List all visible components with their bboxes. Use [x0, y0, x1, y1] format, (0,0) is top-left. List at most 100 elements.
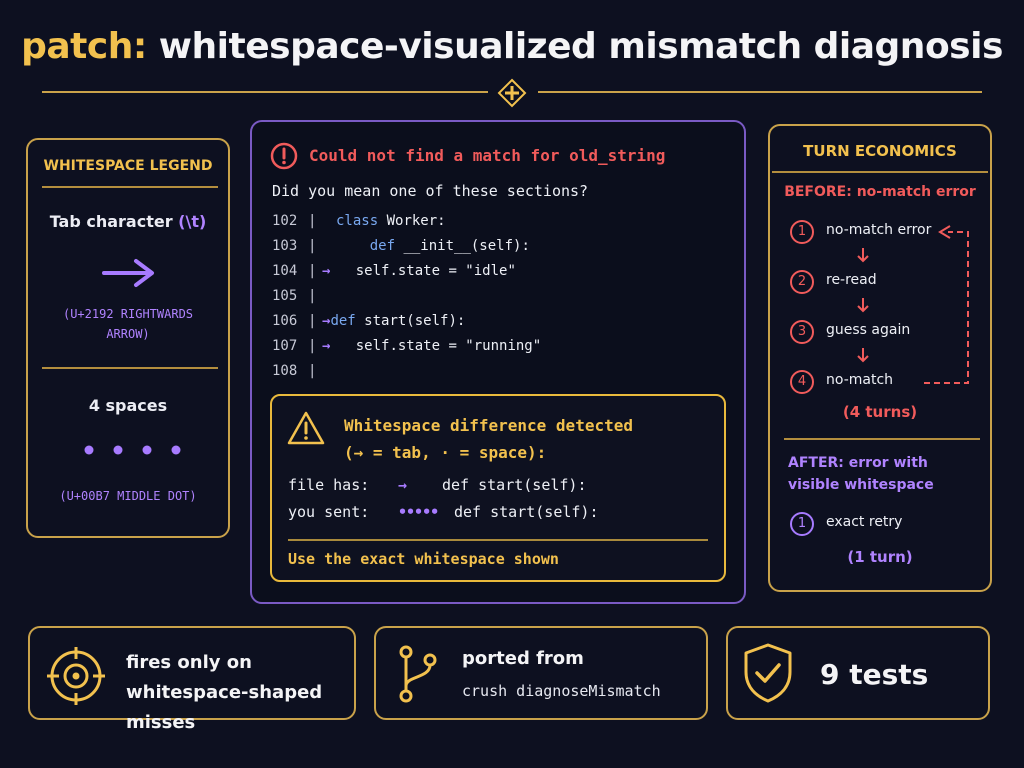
after-label-line1: AFTER: error with	[788, 455, 928, 471]
fires-only-text: fires only on whitespace-shaped misses	[126, 648, 354, 738]
code-line: 105|	[272, 288, 336, 308]
legend-title: WHITESPACE LEGEND	[43, 158, 213, 174]
suggestion-text: Did you mean one of these sections?	[272, 182, 589, 200]
you-sent-code: def start(self):	[454, 503, 599, 521]
before-turns: (4 turns)	[842, 403, 918, 421]
line-gutter: |	[308, 313, 317, 329]
file-has-label: file has:	[288, 476, 370, 494]
error-message: Could not find a match for old_string	[309, 146, 666, 165]
fires-only-card: fires only on whitespace-shaped misses	[28, 626, 356, 733]
code-line: 108 |	[272, 363, 336, 383]
legend-tab-text: Tab character	[49, 212, 173, 231]
line-gutter: |	[308, 338, 317, 354]
code-text: start(self):	[355, 313, 466, 329]
title-accent: patch:	[21, 26, 147, 67]
ported-title: ported from	[462, 648, 584, 669]
down-arrow-icon	[857, 298, 869, 313]
economics-divider	[772, 171, 988, 173]
file-has-row: file has:→def start(self):	[288, 476, 587, 494]
tab-marker: →	[322, 263, 331, 279]
economics-divider	[784, 438, 980, 440]
line-number: 108	[272, 363, 298, 379]
middle-dots-icon	[84, 445, 181, 455]
legend-dot-note: (U+00B7 MIDDLE DOT)	[59, 489, 197, 503]
economics-title: TURN ECONOMICS	[803, 142, 957, 160]
legend-tab-note-line2: ARROW)	[106, 327, 150, 341]
line-gutter: |	[308, 213, 317, 229]
legend-tab-label: Tab character (\t)	[28, 212, 228, 231]
arrow-right-icon	[102, 259, 154, 287]
legend-space-label: 4 spaces	[88, 396, 168, 415]
code-text: Worker:	[378, 213, 446, 229]
title-rule-right	[538, 91, 982, 93]
legend-tab-escape: (\t)	[178, 212, 207, 231]
code-text: self.state = "running"	[330, 338, 542, 354]
ported-from-card: ported from crush diagnoseMismatch	[374, 626, 708, 720]
step-number: 3	[790, 320, 814, 344]
code-keyword: class	[336, 213, 379, 229]
code-keyword: def	[336, 238, 396, 254]
whitespace-legend-panel: WHITESPACE LEGEND Tab character (\t) (U+…	[26, 138, 230, 538]
code-text: self.state = "idle"	[330, 263, 516, 279]
legend-divider	[42, 186, 218, 188]
down-arrow-icon	[857, 348, 869, 363]
code-line: 107 | → self.state = "running"	[272, 338, 541, 358]
after-turns: (1 turn)	[847, 548, 913, 566]
warning-title-line1: Whitespace difference detected	[344, 416, 633, 435]
step-number: 4	[790, 370, 814, 394]
step-label: guess again	[826, 322, 911, 338]
warning-title: Whitespace difference detected (→ = tab,…	[344, 412, 633, 466]
legend-tab-note: (U+2192 RIGHTWARDS ARROW)	[28, 304, 228, 344]
warning-footer: Use the exact whitespace shown	[288, 550, 559, 568]
step-number: 1	[790, 220, 814, 244]
tab-marker: →	[322, 338, 331, 354]
line-gutter: |	[308, 238, 317, 254]
error-output-panel: Could not find a match for old_string Di…	[250, 120, 746, 604]
target-icon	[47, 647, 105, 705]
code-line: 104 | → self.state = "idle"	[272, 263, 516, 283]
whitespace-warning-box: Whitespace difference detected (→ = tab,…	[270, 394, 726, 582]
step-number: 1	[790, 512, 814, 536]
title-text: whitespace-visualized mismatch diagnosis	[158, 26, 1004, 67]
tests-card: 9 tests	[726, 626, 990, 720]
step-label: exact retry	[826, 514, 903, 530]
you-sent-label: you sent:	[288, 503, 370, 521]
you-sent-row: you sent: ••••• def start(self):	[288, 503, 599, 521]
down-arrow-icon	[857, 248, 869, 263]
step-label: no-match error	[826, 222, 932, 238]
fires-line2: whitespace-shaped misses	[126, 682, 323, 733]
line-gutter: |	[308, 363, 317, 379]
legend-tab-note-line1: (U+2192 RIGHTWARDS	[62, 307, 194, 321]
tab-marker: →	[398, 476, 408, 494]
line-number: 105	[272, 288, 298, 304]
code-line: 102 | class Worker:	[272, 213, 446, 233]
title-rule-left	[42, 91, 488, 93]
tab-marker: →	[322, 313, 331, 329]
ported-source: crush diagnoseMismatch	[462, 682, 661, 700]
after-label: AFTER: error with visible whitespace	[788, 452, 980, 496]
before-label: BEFORE: no-match error	[784, 184, 976, 200]
error-circle-icon	[270, 142, 298, 170]
line-number: 106	[272, 313, 298, 329]
warning-triangle-icon	[287, 411, 325, 445]
line-number: 102	[272, 213, 298, 229]
page-title: patch: whitespace-visualized mismatch di…	[0, 26, 1024, 67]
after-label-line2: visible whitespace	[788, 477, 934, 493]
legend-divider	[42, 367, 218, 369]
code-text: __init__(self):	[395, 238, 530, 254]
code-line: 106 | →def start(self):	[272, 313, 465, 333]
line-number: 104	[272, 263, 298, 279]
step-number: 2	[790, 270, 814, 294]
tests-count: 9 tests	[820, 658, 929, 691]
shield-check-icon	[744, 643, 792, 703]
line-gutter: |	[308, 263, 317, 279]
fires-line1: fires only on	[126, 652, 252, 673]
line-number: 107	[272, 338, 298, 354]
warning-title-line2: (→ = tab, · = space):	[344, 443, 547, 462]
title-emblem-icon	[497, 78, 527, 108]
step-label: no-match	[826, 372, 894, 388]
loop-back-arrow-icon	[924, 225, 969, 384]
space-dots-marker: •••••	[398, 503, 439, 521]
code-keyword: def	[330, 313, 356, 329]
